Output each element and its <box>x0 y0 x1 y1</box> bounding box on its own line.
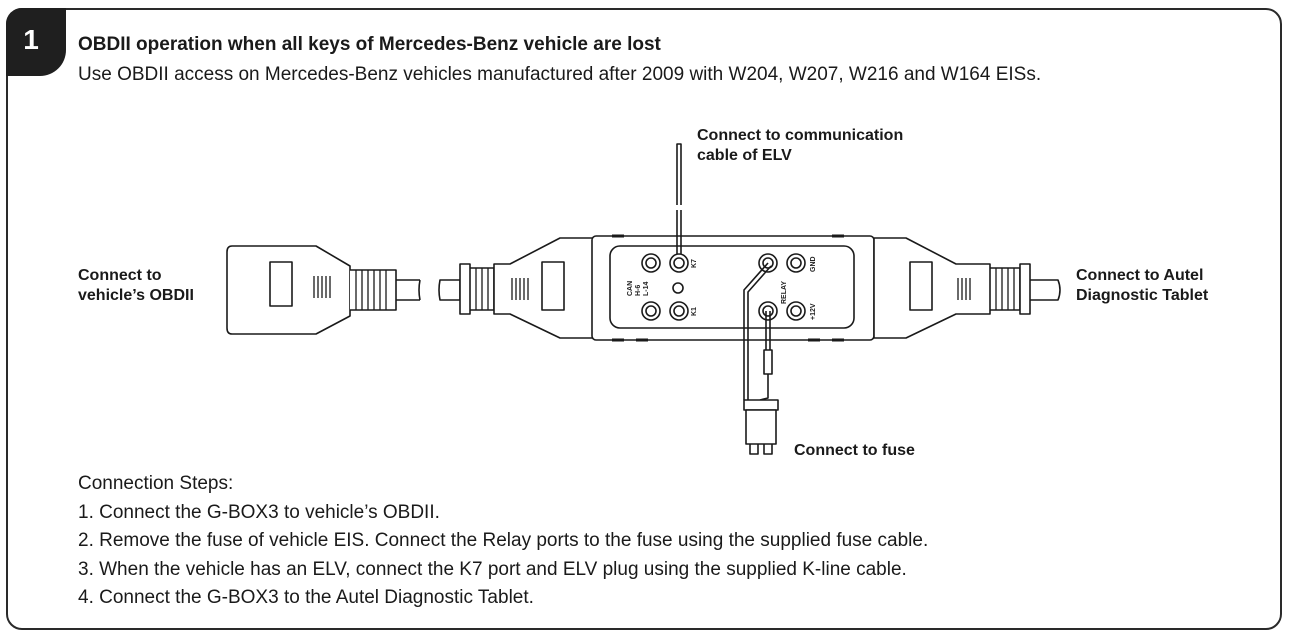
elv-callout-line2: cable of ELV <box>697 147 792 164</box>
step-number-badge: 1 <box>6 8 66 76</box>
vehicle-obd-connector <box>226 245 421 335</box>
elv-callout-line1: Connect to communication <box>697 127 904 144</box>
step-item: 2. Remove the fuse of vehicle EIS. Conne… <box>78 530 929 551</box>
relay-port-label: RELAY <box>781 281 788 304</box>
fuse-cable <box>743 262 779 455</box>
obd-callout-line1: Connect to <box>78 267 162 284</box>
elv-callout: Connect to communication cable of ELV <box>697 126 903 166</box>
steps-heading: Connection Steps: <box>78 473 234 494</box>
gbox3-device <box>591 234 875 342</box>
fuse-callout: Connect to fuse <box>794 442 915 459</box>
elv-cable <box>676 143 682 254</box>
12v-port-label: +12V <box>810 303 817 320</box>
tablet-callout-line2: Diagnostic Tablet <box>1076 287 1209 304</box>
instruction-panel <box>6 8 1282 630</box>
connection-steps: Connection Steps: 1. Connect the G-BOX3 … <box>78 470 928 613</box>
obd-callout: Connect to vehicle’s OBDII <box>78 266 194 306</box>
can-l-port-label: L-14 <box>643 282 650 297</box>
tablet-callout: Connect to Autel Diagnostic Tablet <box>1076 266 1208 306</box>
device-left-plug <box>438 237 595 339</box>
k1-port-label: K1 <box>691 307 698 316</box>
step-item: 3. When the vehicle has an ELV, connect … <box>78 558 907 580</box>
section-subtitle: Use OBDII access on Mercedes-Benz vehicl… <box>78 64 1042 85</box>
section-title: OBDII operation when all keys of Mercede… <box>78 34 661 55</box>
gnd-port-label: GND <box>810 256 817 272</box>
device-right-plug <box>873 237 1061 339</box>
can-h-port-label: H-6 <box>635 285 642 296</box>
tablet-callout-line1: Connect to Autel <box>1076 267 1204 284</box>
can-port-label: CAN <box>627 281 634 296</box>
step-item: 4. Connect the G-BOX3 to the Autel Diagn… <box>78 587 534 608</box>
obd-callout-line2: vehicle’s OBDII <box>78 287 194 304</box>
step-item: 1. Connect the G-BOX3 to vehicle’s OBDII… <box>78 501 440 523</box>
k7-port-label: K7 <box>691 259 698 268</box>
